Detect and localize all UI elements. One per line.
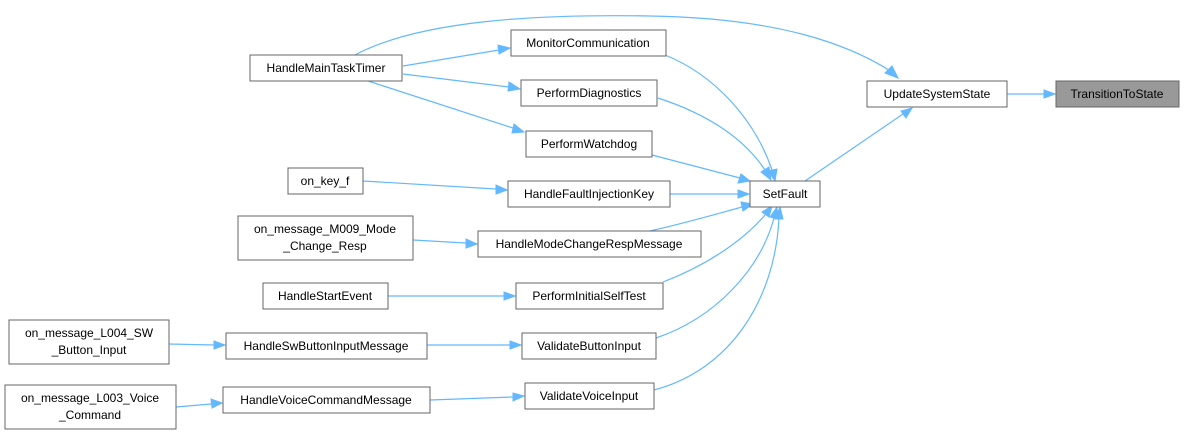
node-handle-start-event[interactable]: HandleStartEvent bbox=[262, 282, 389, 310]
node-label: HandleStartEvent bbox=[278, 289, 373, 303]
node-on-message-m009[interactable]: on_message_M009_Mode _Change_Resp bbox=[237, 215, 414, 261]
node-on-message-l003[interactable]: on_message_L003_Voice _Command bbox=[4, 384, 177, 430]
node-label: HandleMainTaskTimer bbox=[267, 61, 386, 75]
edge-set-fault-to-monitor-communication bbox=[664, 54, 773, 171]
node-handle-main-task-timer[interactable]: HandleMainTaskTimer bbox=[249, 54, 403, 82]
node-label: UpdateSystemState bbox=[884, 87, 991, 101]
node-validate-voice-input[interactable]: ValidateVoiceInput bbox=[524, 382, 655, 410]
edges bbox=[168, 15, 1057, 409]
node-label: PerformWatchdog bbox=[541, 137, 637, 151]
node-label: ValidateVoiceInput bbox=[540, 389, 639, 403]
node-monitor-communication[interactable]: MonitorCommunication bbox=[510, 29, 667, 57]
edge-set-fault-to-perform-diagnostics bbox=[657, 97, 766, 171]
node-perform-initial-self-test[interactable]: PerformInitialSelfTest bbox=[515, 282, 664, 310]
edge-set-fault-to-initial-self-test bbox=[662, 214, 766, 283]
node-label: MonitorCommunication bbox=[526, 36, 649, 50]
edge-mode-change-resp-to-on-message-m009 bbox=[412, 239, 467, 244]
node-label-line-1: on_message_L004_SW bbox=[25, 326, 154, 340]
edge-set-fault-to-validate-button-input bbox=[655, 217, 775, 339]
node-label: HandleFaultInjectionKey bbox=[524, 187, 654, 201]
node-update-system-state[interactable]: UpdateSystemState bbox=[866, 80, 1008, 108]
node-handle-fault-injection-key[interactable]: HandleFaultInjectionKey bbox=[507, 180, 671, 208]
edge-arrowhead bbox=[213, 340, 227, 350]
edge-arrowhead bbox=[503, 291, 517, 301]
nodes: HandleMainTaskTimer MonitorCommunication… bbox=[4, 29, 1180, 430]
node-validate-button-input[interactable]: ValidateButtonInput bbox=[521, 332, 657, 360]
node-label: HandleVoiceCommandMessage bbox=[240, 393, 412, 407]
edge-arrowhead bbox=[497, 44, 512, 55]
edge-perform-diagnostics-to-main-task-timer bbox=[402, 73, 510, 88]
edge-validate-voice-input-to-voice-command bbox=[429, 396, 514, 401]
node-set-fault[interactable]: SetFault bbox=[749, 180, 821, 208]
node-label-line-2: _Command bbox=[58, 408, 121, 422]
edge-set-fault-to-mode-change-resp bbox=[649, 206, 743, 232]
node-label: TransitionToState bbox=[1071, 87, 1164, 101]
node-perform-diagnostics[interactable]: PerformDiagnostics bbox=[520, 79, 658, 107]
edge-perform-watchdog-to-main-task-timer bbox=[364, 79, 514, 129]
edge-arrowhead bbox=[760, 166, 772, 182]
edge-arrowhead bbox=[1043, 89, 1057, 99]
edge-update-system-state-to-set-fault bbox=[804, 113, 904, 182]
node-perform-watchdog[interactable]: PerformWatchdog bbox=[525, 130, 653, 158]
node-label-line-2: _Change_Resp bbox=[282, 239, 367, 253]
edge-sw-button-input-to-on-message-l004 bbox=[168, 343, 215, 346]
edge-voice-command-to-on-message-l003 bbox=[175, 403, 212, 408]
node-label: on_key_f bbox=[301, 174, 350, 188]
edge-arrowhead bbox=[900, 107, 914, 119]
node-transition-to-state[interactable]: TransitionToState bbox=[1055, 80, 1180, 108]
node-label-line-1: on_message_M009_Mode bbox=[254, 222, 396, 236]
edge-arrowhead bbox=[761, 204, 773, 218]
edge-arrowhead bbox=[210, 398, 224, 409]
edge-arrowhead bbox=[737, 173, 752, 184]
node-label-line-2: _Button_Input bbox=[51, 343, 127, 357]
edge-monitor-communication-to-main-task-timer bbox=[402, 49, 500, 67]
edge-arrowhead bbox=[465, 238, 479, 249]
edge-arrowhead bbox=[511, 123, 526, 134]
node-label: HandleSwButtonInputMessage bbox=[244, 339, 409, 353]
edge-arrowhead bbox=[884, 65, 900, 79]
edge-arrowhead bbox=[509, 340, 523, 350]
edge-main-task-timer-to-update-system-state bbox=[354, 15, 893, 73]
node-on-message-l004[interactable]: on_message_L004_SW _Button_Input bbox=[8, 319, 170, 365]
edge-arrowhead bbox=[774, 205, 784, 220]
edge-set-fault-to-perform-watchdog bbox=[651, 154, 741, 179]
edge-fault-injection-key-to-on-key-f bbox=[362, 180, 497, 190]
edge-arrowhead bbox=[507, 81, 522, 92]
node-label-line-1: on_message_L003_Voice bbox=[21, 391, 159, 405]
edge-arrowhead bbox=[512, 392, 526, 402]
node-label: SetFault bbox=[763, 187, 808, 201]
node-label: HandleModeChangeRespMessage bbox=[496, 237, 683, 251]
edge-set-fault-to-validate-voice-input bbox=[653, 217, 780, 391]
node-on-key-f[interactable]: on_key_f bbox=[287, 167, 364, 195]
node-label: ValidateButtonInput bbox=[537, 339, 642, 353]
node-handle-sw-button-input-message[interactable]: HandleSwButtonInputMessage bbox=[225, 332, 428, 360]
node-handle-mode-change-resp-message[interactable]: HandleModeChangeRespMessage bbox=[477, 230, 702, 258]
edge-arrowhead bbox=[495, 184, 509, 195]
node-handle-voice-command-message[interactable]: HandleVoiceCommandMessage bbox=[222, 386, 431, 414]
node-label: PerformInitialSelfTest bbox=[532, 289, 646, 303]
edge-arrowhead bbox=[737, 189, 751, 199]
node-label: PerformDiagnostics bbox=[537, 86, 642, 100]
